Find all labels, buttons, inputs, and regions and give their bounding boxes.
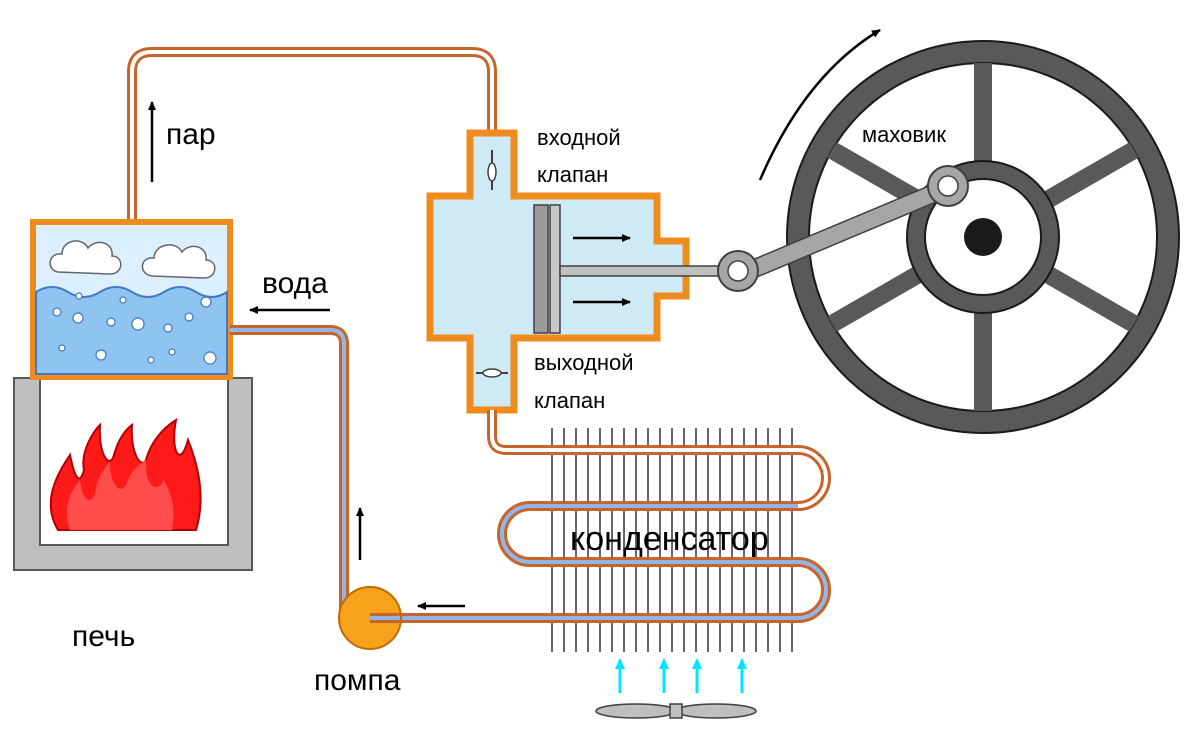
rotation-arrow-icon [758,28,881,181]
water-label: вода [262,267,328,300]
boiler [30,219,233,380]
steam-pipe [127,47,497,222]
outlet-valve-label-line2: клапан [534,388,605,413]
pump [338,586,402,650]
inlet-valve-label-line2: клапан [537,162,608,187]
water-return-pipe [230,325,349,610]
furnace-label: печь [72,620,135,653]
steam-cloud [49,240,216,279]
flywheel-label: маховик [862,122,946,147]
airflow-arrows [615,658,747,693]
connecting-rod [717,165,969,292]
inlet-valve-label-line1: входной [537,125,621,150]
bubbles [52,292,217,365]
flame-icon [49,417,202,531]
fan-icon [595,703,757,719]
steam-label: пар [166,118,216,151]
inlet-valve [487,150,497,190]
condenser-label: конденсатор [570,520,769,558]
pump-label: помпа [314,664,401,697]
outlet-valve [476,368,508,378]
flywheel [786,40,1180,434]
cylinder [426,129,721,414]
condenser-coil [372,410,831,623]
outlet-valve-label-line1: выходной [534,350,634,375]
